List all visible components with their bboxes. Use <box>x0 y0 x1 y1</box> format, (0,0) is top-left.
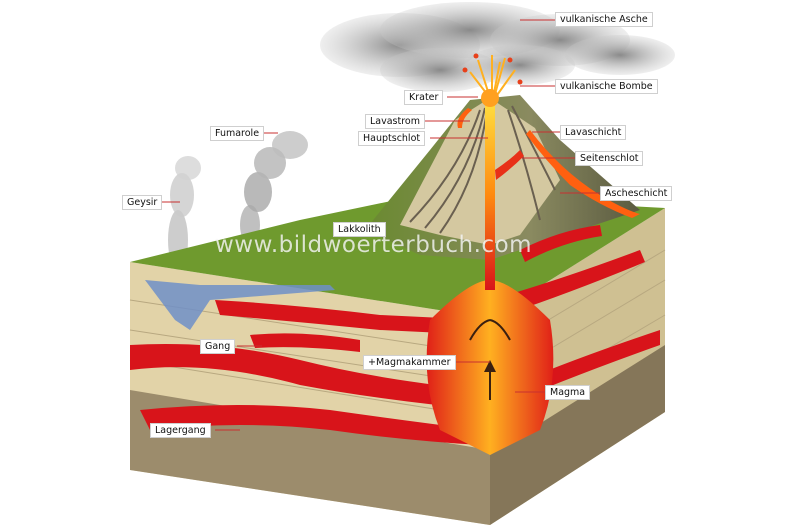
label-seitenschlot: Seitenschlot <box>575 151 644 166</box>
label-magmakammer: +Magmakammer <box>363 355 456 370</box>
label-hauptschlot: Hauptschlot <box>358 131 426 146</box>
block-right-deep-layer <box>490 345 665 525</box>
main-vent <box>485 100 495 290</box>
label-fumarole: Fumarole <box>210 126 265 141</box>
magma-flow-arrows <box>469 319 511 400</box>
label-vulkanische-asche: vulkanische Asche <box>555 12 653 27</box>
label-ascheschicht: Ascheschicht <box>600 186 673 201</box>
label-lagergang: Lagergang <box>150 423 211 438</box>
label-krater: Krater <box>404 90 444 105</box>
crater <box>481 89 499 107</box>
lava-flow-left <box>457 108 472 128</box>
label-geysir: Geysir <box>122 195 163 210</box>
magma-intrusions <box>130 225 660 445</box>
groundwater <box>145 280 335 330</box>
side-vent <box>495 150 524 180</box>
label-lavaschicht: Lavaschicht <box>560 125 627 140</box>
label-lavastrom: Lavastrom <box>365 114 425 129</box>
label-vulkanische-bombe: vulkanische Bombe <box>555 79 658 94</box>
label-magma: Magma <box>545 385 591 400</box>
volcanic-bombs <box>462 53 523 85</box>
arrow-head <box>484 360 496 372</box>
label-gang: Gang <box>200 339 236 354</box>
label-lakkolith: Lakkolith <box>333 222 386 237</box>
ash-cloud <box>320 2 675 92</box>
leader-lines <box>150 19 600 431</box>
